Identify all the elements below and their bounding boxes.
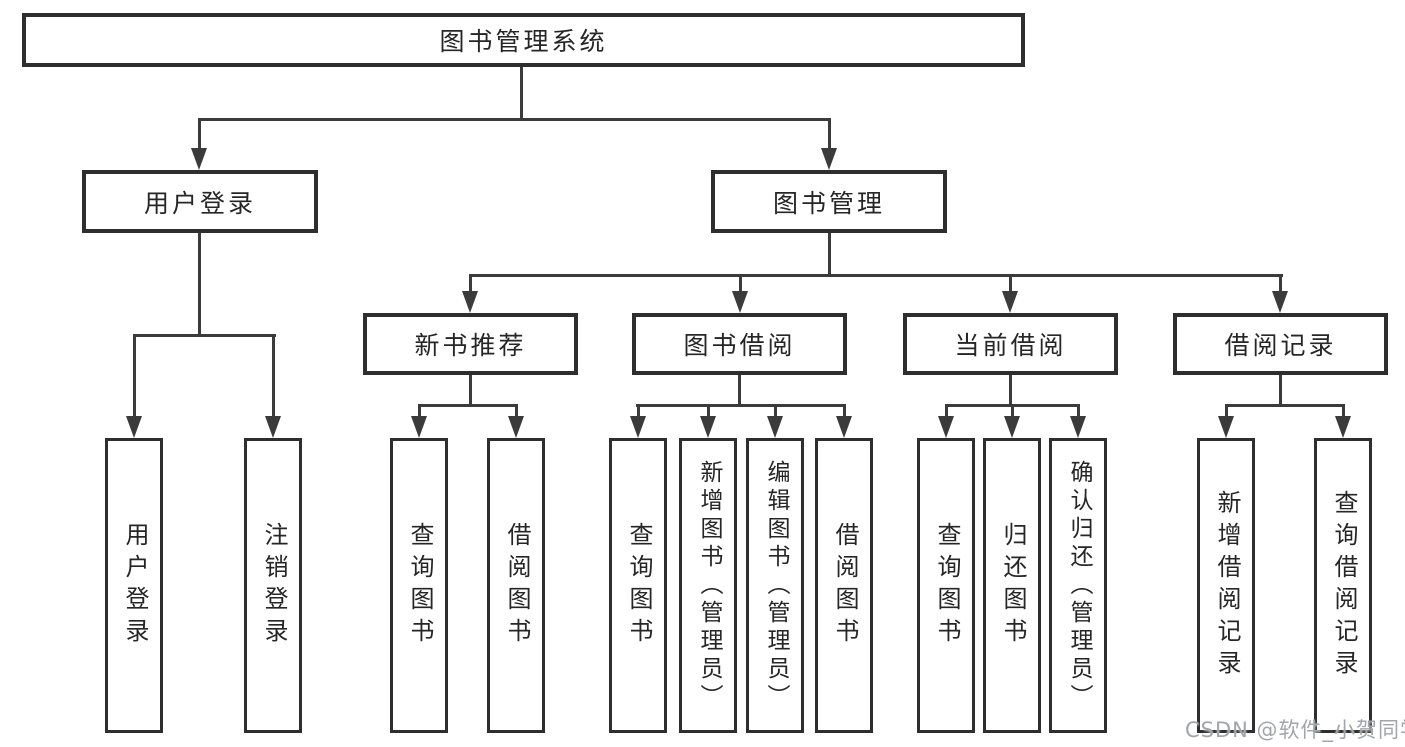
connector-line (1011, 404, 1014, 418)
connector-line (469, 274, 1283, 277)
connector-line (469, 274, 472, 293)
connector-line (272, 334, 275, 418)
arrow-down-icon (821, 148, 837, 170)
node-user-login: 用户登录 (82, 170, 318, 233)
connector-line (1009, 274, 1012, 293)
connector-line (1225, 404, 1344, 407)
arrow-down-icon (1335, 416, 1351, 438)
leaf-return-book: 归还图书 (983, 438, 1041, 733)
arrow-down-icon (1004, 416, 1020, 438)
leaf-borrow-books-borrow: 借阅图书 (815, 438, 873, 733)
connector-line (945, 404, 948, 418)
connector-line (828, 118, 831, 150)
connector-line (198, 118, 831, 121)
leaf-logout: 注销登录 (244, 438, 302, 733)
connector-line (133, 334, 136, 418)
arrow-down-icon (767, 416, 783, 438)
connector-line (637, 404, 640, 418)
arrow-down-icon (700, 416, 716, 438)
arrow-down-icon (732, 291, 748, 313)
arrow-down-icon (411, 416, 427, 438)
connector-line (418, 404, 518, 407)
connector-line (774, 404, 777, 418)
connector-line (738, 375, 741, 407)
connector-line (198, 233, 201, 336)
arrow-down-icon (1218, 416, 1234, 438)
node-root: 图书管理系统 (22, 13, 1025, 67)
arrow-down-icon (126, 416, 142, 438)
leaf-query-books-recommend: 查询图书 (390, 438, 448, 733)
arrow-down-icon (265, 416, 281, 438)
connector-line (469, 375, 472, 407)
connector-line (828, 233, 831, 276)
arrow-down-icon (1002, 291, 1018, 313)
connector-line (418, 404, 421, 418)
arrow-down-icon (508, 416, 524, 438)
arrow-down-icon (1070, 416, 1086, 438)
connector-line (1279, 375, 1282, 406)
node-new-book-recommend: 新书推荐 (363, 313, 578, 375)
leaf-user-login: 用户登录 (105, 438, 163, 733)
connector-line (707, 404, 710, 418)
connector-line (843, 404, 846, 418)
connector-line (1225, 404, 1228, 418)
connector-line (515, 404, 518, 418)
leaf-add-book-admin: 新增图书（管理员） (679, 438, 737, 733)
connector-line (198, 118, 201, 150)
connector-line (636, 404, 846, 407)
node-borrow-records: 借阅记录 (1173, 313, 1388, 375)
arrow-down-icon (630, 416, 646, 438)
leaf-query-borrow-record: 查询借阅记录 (1314, 438, 1372, 733)
connector-line (1342, 404, 1345, 418)
arrow-down-icon (191, 148, 207, 170)
connector-line (1279, 274, 1282, 293)
node-book-management: 图书管理 (711, 170, 947, 233)
leaf-query-books-borrow: 查询图书 (609, 438, 667, 733)
leaf-borrow-books-recommend: 借阅图书 (487, 438, 545, 733)
connector-line (1009, 375, 1012, 407)
arrow-down-icon (462, 291, 478, 313)
leaf-confirm-return-admin: 确认归还（管理员） (1049, 438, 1107, 733)
leaf-add-borrow-record: 新增借阅记录 (1197, 438, 1255, 733)
csdn-watermark: CSDN @软件_小贺同学 (1185, 718, 1405, 742)
node-book-borrow: 图书借阅 (632, 313, 847, 375)
node-current-borrow: 当前借阅 (903, 313, 1118, 375)
connector-line (1077, 404, 1080, 418)
connector-line (133, 334, 276, 337)
arrow-down-icon (1272, 291, 1288, 313)
arrow-down-icon (836, 416, 852, 438)
leaf-edit-book-admin: 编辑图书（管理员） (746, 438, 804, 733)
leaf-query-books-current: 查询图书 (917, 438, 975, 733)
connector-line (520, 67, 523, 120)
connector-line (739, 274, 742, 293)
arrow-down-icon (938, 416, 954, 438)
